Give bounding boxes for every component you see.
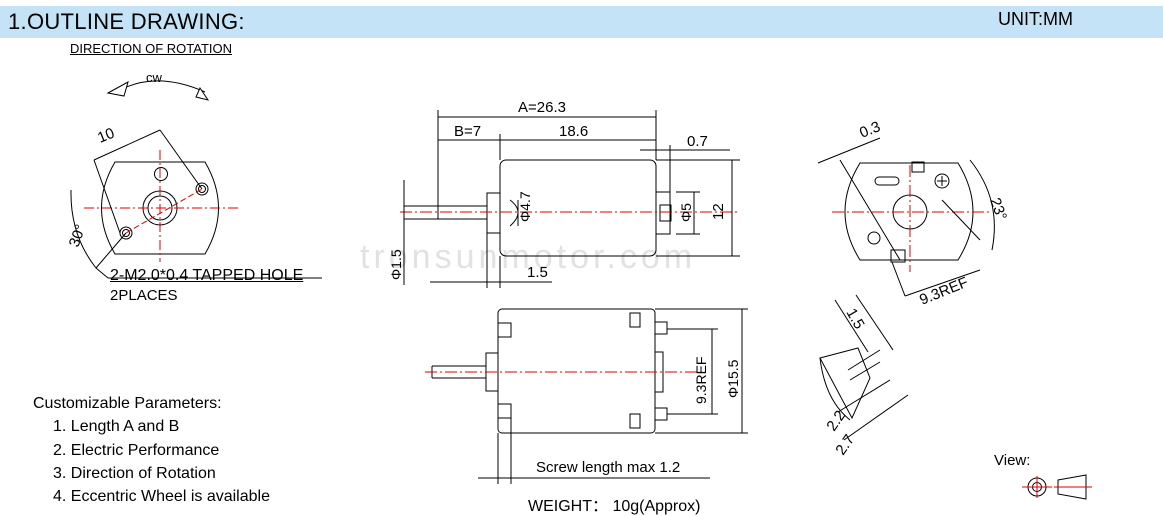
watermark: tronsunmotor.com — [360, 238, 696, 276]
params-title: Customizable Parameters: — [33, 395, 222, 412]
title-bar: 1.OUTLINE DRAWING: UNIT:MM — [0, 6, 1163, 38]
rotation-arrow — [123, 80, 206, 93]
rear-view — [817, 137, 995, 297]
side-view — [400, 110, 740, 288]
dim-front-angle: 30° — [66, 222, 90, 249]
terminal-arc — [819, 357, 851, 421]
dim-end: 0.7 — [687, 133, 708, 150]
dim-shaft: Φ1.5 — [388, 249, 404, 280]
dim-terminal-a: 1.5 — [843, 306, 868, 333]
hole-note-line1: 2-M2.0*0.4 TAPPED HOLE — [110, 267, 304, 284]
param-item-3: 3. Direction of Rotation — [53, 464, 216, 482]
projection-symbol — [1022, 474, 1092, 500]
dim-rear-thickness: 0.3 — [857, 118, 883, 142]
dim-terminal-b: 2.2 — [823, 407, 849, 434]
front-vent-hole — [154, 167, 168, 181]
dim-end-boss: Φ5 — [678, 203, 694, 222]
view-label: View: — [994, 452, 1031, 469]
weight-label: WEIGHT： 10g(Approx) — [528, 498, 701, 515]
rotation-title: DIRECTION OF ROTATION — [70, 41, 233, 56]
bottom-view — [425, 308, 748, 484]
screw-hole-bottom — [497, 403, 512, 419]
dim-bottom-ref: 9.3REF — [693, 357, 709, 404]
tapped-hole-right — [195, 182, 209, 196]
screw-hole-top — [497, 322, 512, 338]
dim-10-line — [93, 129, 161, 161]
rear-terminal-plus — [934, 173, 950, 189]
front-housing — [101, 161, 219, 255]
hole-note-line2: 2PLACES — [110, 287, 178, 304]
dim-rear-ref: 9.3REF — [917, 274, 971, 309]
dim-shaft-step: 1.5 — [527, 264, 548, 281]
dim-30-arc — [70, 189, 97, 269]
front-view — [70, 80, 322, 279]
rear-angle-arc — [969, 159, 995, 251]
rotation-arrowhead-right — [195, 86, 210, 101]
param-item-4: 4. Eccentric Wheel is available — [53, 488, 270, 506]
side-front-boss — [486, 192, 501, 234]
dim-boss: Φ4.7 — [517, 191, 533, 222]
dim-terminal-c: 2.7 — [832, 431, 858, 458]
dim-b: B=7 — [454, 123, 481, 140]
unit-label: UNIT:MM — [998, 9, 1073, 29]
customizable-parameters: Customizable Parameters: 1. Length A and… — [33, 392, 270, 508]
terminal-detail — [819, 294, 909, 441]
dim-a: A=26.3 — [518, 99, 566, 116]
dim-bottom-dia: Φ15.5 — [725, 359, 741, 398]
dim-hole-spacing: 10 — [95, 125, 117, 147]
param-item-1: 1. Length A and B — [53, 418, 180, 436]
side-rear-boss — [655, 191, 671, 235]
dim-rear-angle: 23° — [986, 196, 1010, 223]
dim-height: 12 — [710, 203, 727, 220]
page-title: 1.OUTLINE DRAWING: — [8, 9, 245, 34]
screw-note: Screw length max 1.2 — [536, 459, 680, 476]
param-item-2: 2. Electric Performance — [53, 441, 220, 459]
rotation-arrowhead-left — [106, 80, 129, 97]
rotation-dir-label: cw — [146, 70, 163, 85]
dim-body: 18.6 — [559, 123, 588, 140]
rear-housing — [844, 162, 974, 261]
